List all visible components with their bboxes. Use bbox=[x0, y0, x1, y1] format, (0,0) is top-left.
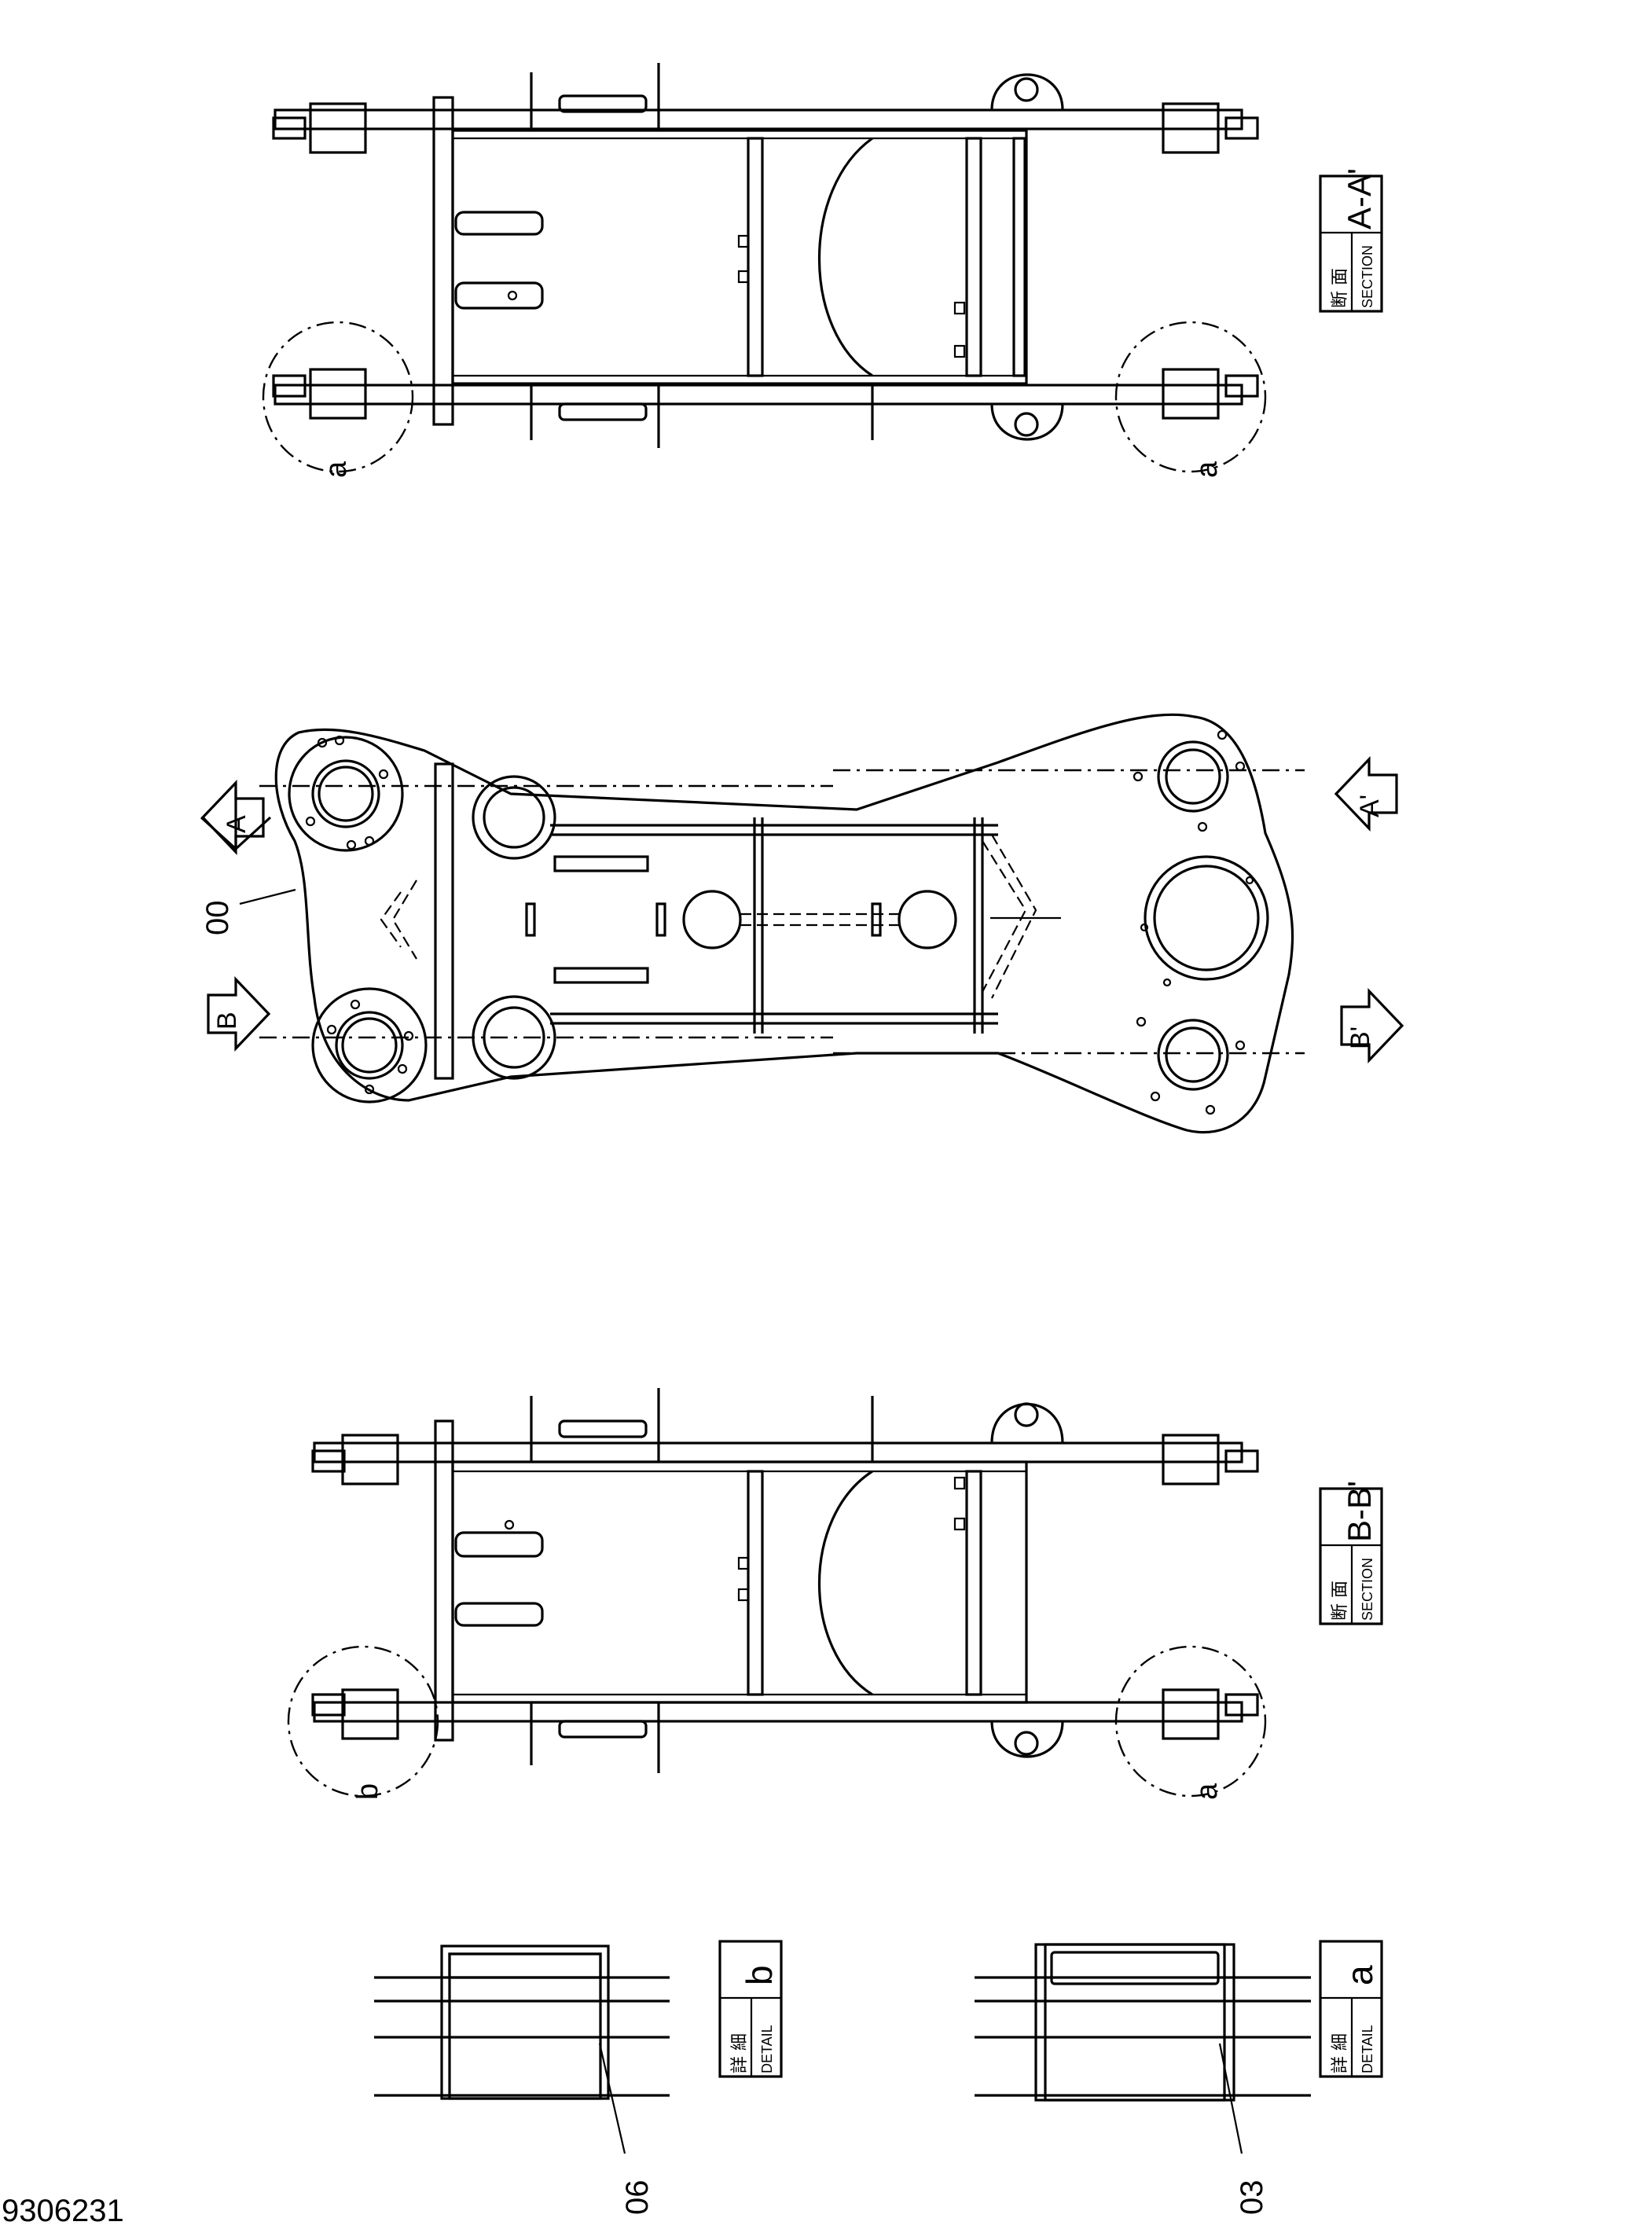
detail-a-id: a bbox=[1339, 1965, 1380, 1985]
detail-b-label: 詳 細 DETAIL b bbox=[718, 1940, 783, 2078]
detail-b-view bbox=[374, 1944, 670, 2154]
detail-a-part-label: 03 bbox=[1235, 2180, 1269, 2216]
detail-a-label: 詳 細 DETAIL a bbox=[1319, 1940, 1383, 2078]
frame-part-label: 00 bbox=[200, 901, 235, 936]
section-marker-right-top: A' bbox=[1334, 756, 1398, 832]
sec-a-left-callout: a bbox=[320, 461, 353, 478]
marker-b-text: B bbox=[212, 1012, 242, 1030]
detail-a-view bbox=[975, 1943, 1311, 2154]
section-a-label: 断 面 SECTION A-A' bbox=[1319, 168, 1383, 313]
section-b-id: B-B' bbox=[1341, 1481, 1378, 1542]
section-a-ja: 断 面 bbox=[1331, 268, 1350, 308]
detail-b-en: DETAIL bbox=[759, 2025, 775, 2073]
marker-b-prime-text: B' bbox=[1345, 1026, 1375, 1049]
section-marker-left-bottom: B bbox=[207, 976, 271, 1052]
sec-a-right-callout: a bbox=[1191, 461, 1224, 478]
sec-b-left-callout: b bbox=[351, 1783, 384, 1800]
detail-b-part-label: 06 bbox=[620, 2180, 655, 2216]
detail-a-ja: 詳 細 bbox=[1331, 2033, 1350, 2073]
section-b-en: SECTION bbox=[1360, 1558, 1375, 1621]
drawing-number: 9306231 bbox=[2, 2194, 124, 2228]
section-a-view bbox=[262, 63, 1267, 473]
section-b-label: 断 面 SECTION B-B' bbox=[1319, 1481, 1383, 1625]
marker-a-text: A bbox=[222, 815, 251, 833]
section-b-ja: 断 面 bbox=[1331, 1581, 1350, 1621]
frame-plan-view bbox=[239, 713, 1305, 1134]
sec-b-right-callout: a bbox=[1191, 1783, 1224, 1800]
section-a-id: A-A' bbox=[1341, 168, 1378, 230]
section-a-en: SECTION bbox=[1360, 245, 1375, 308]
detail-b-id: b bbox=[739, 1965, 780, 1985]
section-marker-left-top: A bbox=[200, 780, 272, 855]
detail-b-ja: 詳 細 bbox=[730, 2033, 750, 2073]
detail-a-en: DETAIL bbox=[1360, 2025, 1375, 2073]
section-b-view bbox=[287, 1388, 1267, 1798]
section-marker-right-bottom: B' bbox=[1340, 988, 1404, 1063]
marker-a-prime-text: A' bbox=[1355, 795, 1385, 817]
